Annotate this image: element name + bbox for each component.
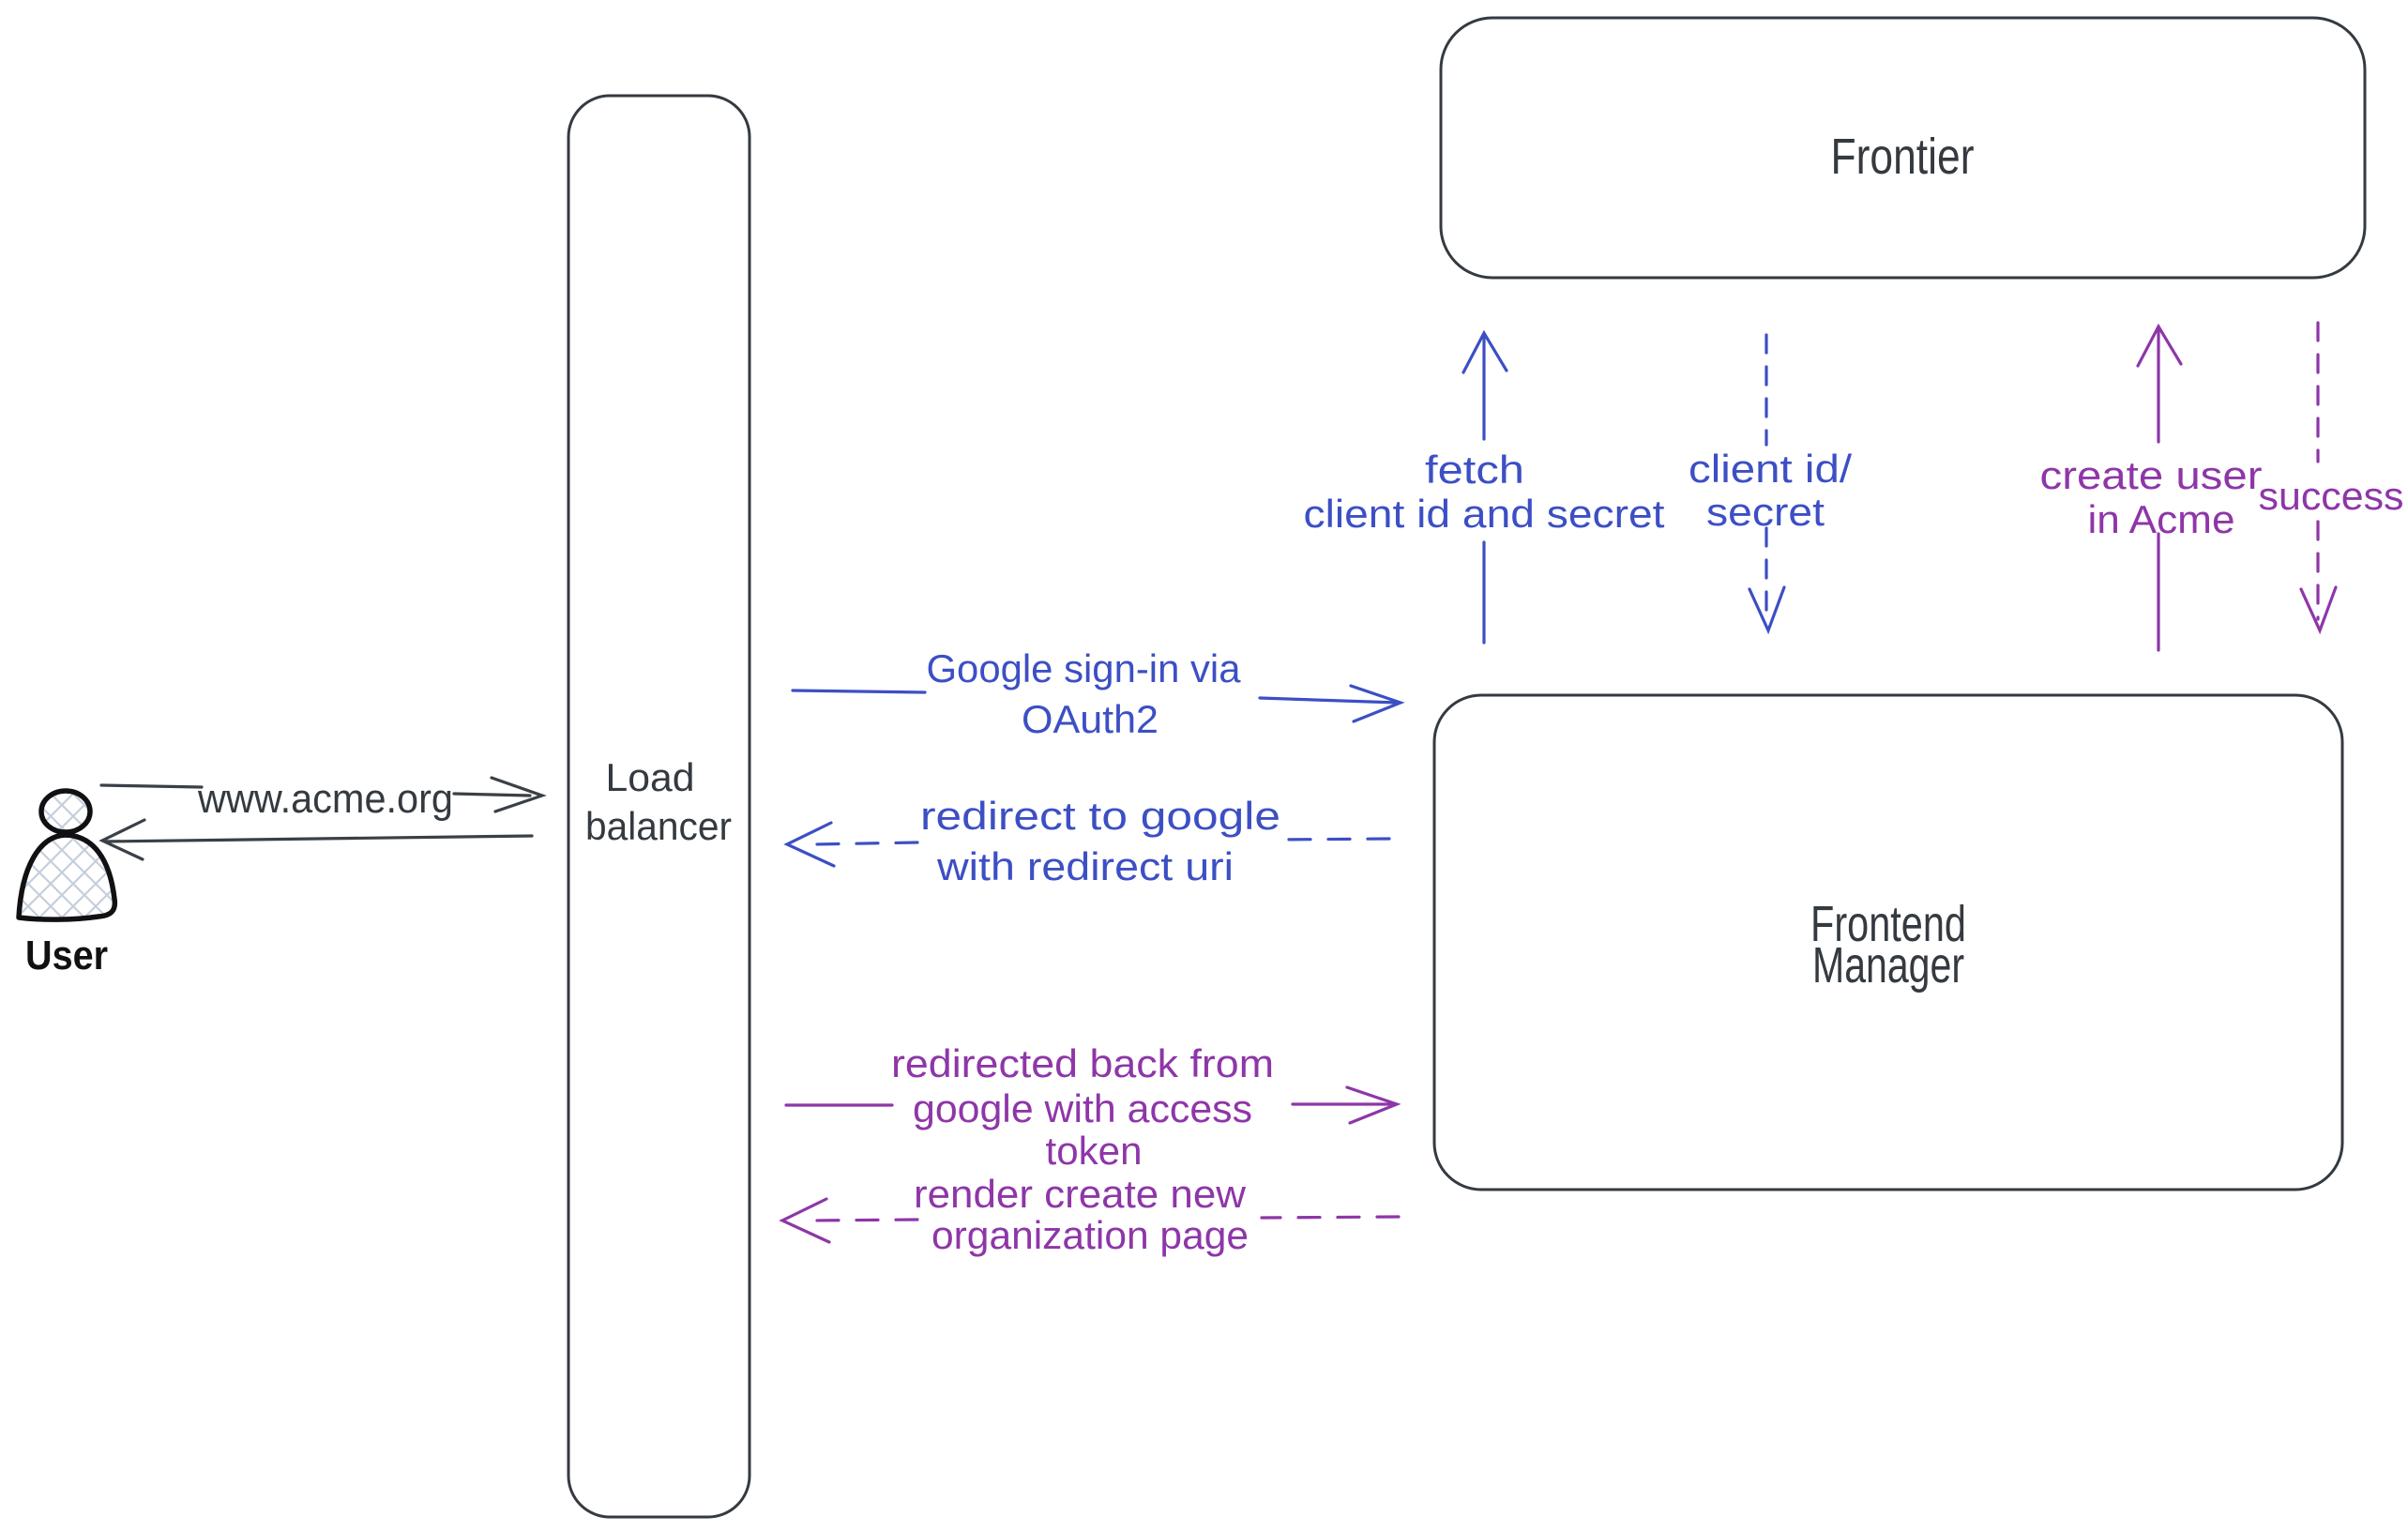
svg-text:Frontend: Frontend — [1810, 896, 1966, 952]
svg-text:organization page: organization page — [931, 1213, 1249, 1257]
svg-text:redirected back from: redirected back from — [891, 1041, 1274, 1085]
svg-text:Google sign-in via: Google sign-in via — [927, 646, 1242, 690]
svg-text:with redirect uri: with redirect uri — [936, 844, 1234, 888]
svg-text:User: User — [25, 933, 108, 978]
svg-text:success: success — [2259, 474, 2404, 518]
svg-text:Frontier: Frontier — [1831, 129, 1975, 185]
svg-text:fetch: fetch — [1425, 447, 1524, 492]
svg-text:token: token — [1046, 1129, 1143, 1173]
svg-text:Manager: Manager — [1812, 937, 1964, 994]
svg-text:secret: secret — [1706, 490, 1825, 534]
svg-text:client id and secret: client id and secret — [1304, 492, 1665, 536]
svg-text:google with access: google with access — [913, 1086, 1252, 1130]
svg-text:create user: create user — [2040, 453, 2263, 497]
svg-text:client id/: client id/ — [1689, 447, 1852, 491]
svg-text:balancer: balancer — [585, 804, 732, 848]
svg-text:render create new: render create new — [914, 1172, 1247, 1216]
svg-text:OAuth2: OAuth2 — [1022, 697, 1159, 741]
svg-text:Load: Load — [606, 755, 695, 799]
svg-text:in Acme: in Acme — [2088, 497, 2235, 541]
svg-text:redirect to google: redirect to google — [920, 794, 1280, 838]
svg-text:www.acme.org: www.acme.org — [197, 776, 453, 822]
